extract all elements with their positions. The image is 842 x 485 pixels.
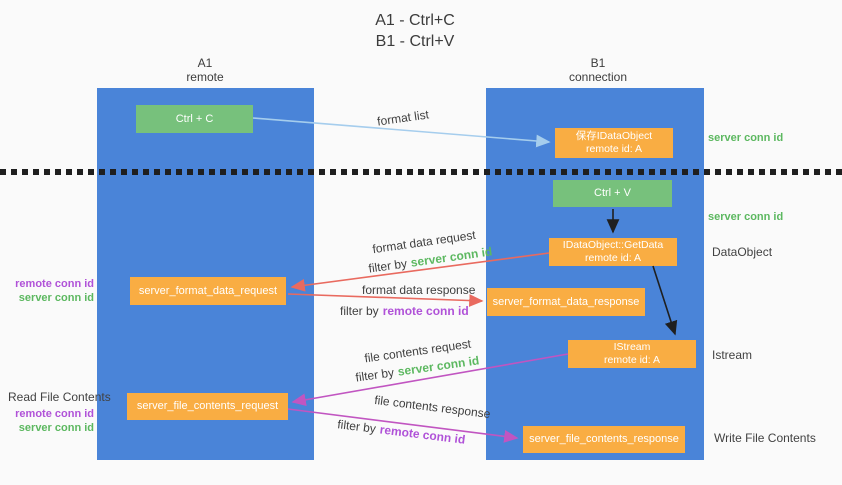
node-format-response-label: server_format_data_response <box>492 295 640 308</box>
node-server-format-data-response: server_format_data_response <box>487 288 645 316</box>
node-format-request-label: server_format_data_request <box>138 284 278 297</box>
filter-prefix-4: filter by <box>336 417 377 436</box>
lifeline-a1-name: A1 <box>197 56 213 70</box>
node-ctrl-v: Ctrl + V <box>553 180 672 207</box>
label-block-read-file-contents: Read File Contents remote conn id server… <box>8 390 111 435</box>
filter-highlight-2: remote conn id <box>382 304 469 318</box>
filter-prefix-3: filter by <box>354 365 395 385</box>
filter-prefix-1: filter by <box>367 256 408 276</box>
node-server-file-contents-request: server_file_contents_request <box>127 393 288 420</box>
title-line-ctrl-c: A1 - Ctrl+C <box>375 12 455 29</box>
node-save-line1: 保存IDataObject <box>575 130 653 142</box>
node-istream-line2: remote id: A <box>603 354 661 366</box>
phase-separator-dotted-line <box>0 169 842 175</box>
node-server-file-contents-response: server_file_contents_response <box>523 426 685 453</box>
node-istream: IStream remote id: A <box>568 340 696 368</box>
filter-highlight-4: remote conn id <box>378 422 467 447</box>
node-save-line2: remote id: A <box>585 143 643 155</box>
label-format-data-response: format data response <box>362 283 476 297</box>
label-remote-conn-id-2: remote conn id <box>15 408 94 420</box>
node-server-format-data-request: server_format_data_request <box>130 277 286 305</box>
node-idataobject-getdata: IDataObject::GetData remote id: A <box>549 238 677 266</box>
diagram-title: A1 - Ctrl+C B1 - Ctrl+V <box>300 10 530 52</box>
lifeline-b1-name: B1 <box>590 56 606 70</box>
filter-prefix-2: filter by <box>340 304 379 318</box>
lifeline-header-a1: A1 remote <box>135 56 275 84</box>
node-getdata-line1: IDataObject::GetData <box>562 239 664 251</box>
node-file-response-label: server_file_contents_response <box>529 433 679 445</box>
node-file-request-label: server_file_contents_request <box>136 400 279 412</box>
label-block-conn-ids-format: remote conn id server conn id <box>8 277 94 305</box>
label-server-conn-id-2: server conn id <box>18 422 94 434</box>
node-ctrl-c-label: Ctrl + C <box>175 112 214 125</box>
node-ctrl-c: Ctrl + C <box>136 105 253 133</box>
node-getdata-line2: remote id: A <box>584 252 642 264</box>
node-ctrl-v-label: Ctrl + V <box>594 187 631 199</box>
node-istream-line1: IStream <box>613 341 651 353</box>
label-dataobject: DataObject <box>712 245 773 259</box>
label-read-file-contents: Read File Contents <box>8 390 111 404</box>
label-file-contents-response: file contents response <box>373 392 492 422</box>
label-remote-conn-id-1: remote conn id <box>15 278 94 290</box>
title-line-ctrl-v: B1 - Ctrl+V <box>375 33 455 50</box>
lifeline-header-b1: B1 connection <box>528 56 668 84</box>
label-server-conn-id-1: server conn id <box>18 292 94 304</box>
lifeline-b1-role: connection <box>568 70 628 84</box>
label-format-list: format list <box>376 107 430 129</box>
lifeline-a1-role: remote <box>186 70 224 84</box>
label-write-file-contents: Write File Contents <box>714 431 816 445</box>
label-server-conn-id-mid: server conn id <box>708 211 784 223</box>
label-istream: Istream <box>712 348 753 362</box>
label-server-conn-id-top: server conn id <box>708 132 784 144</box>
node-save-idataobject: 保存IDataObject remote id: A <box>555 128 673 158</box>
